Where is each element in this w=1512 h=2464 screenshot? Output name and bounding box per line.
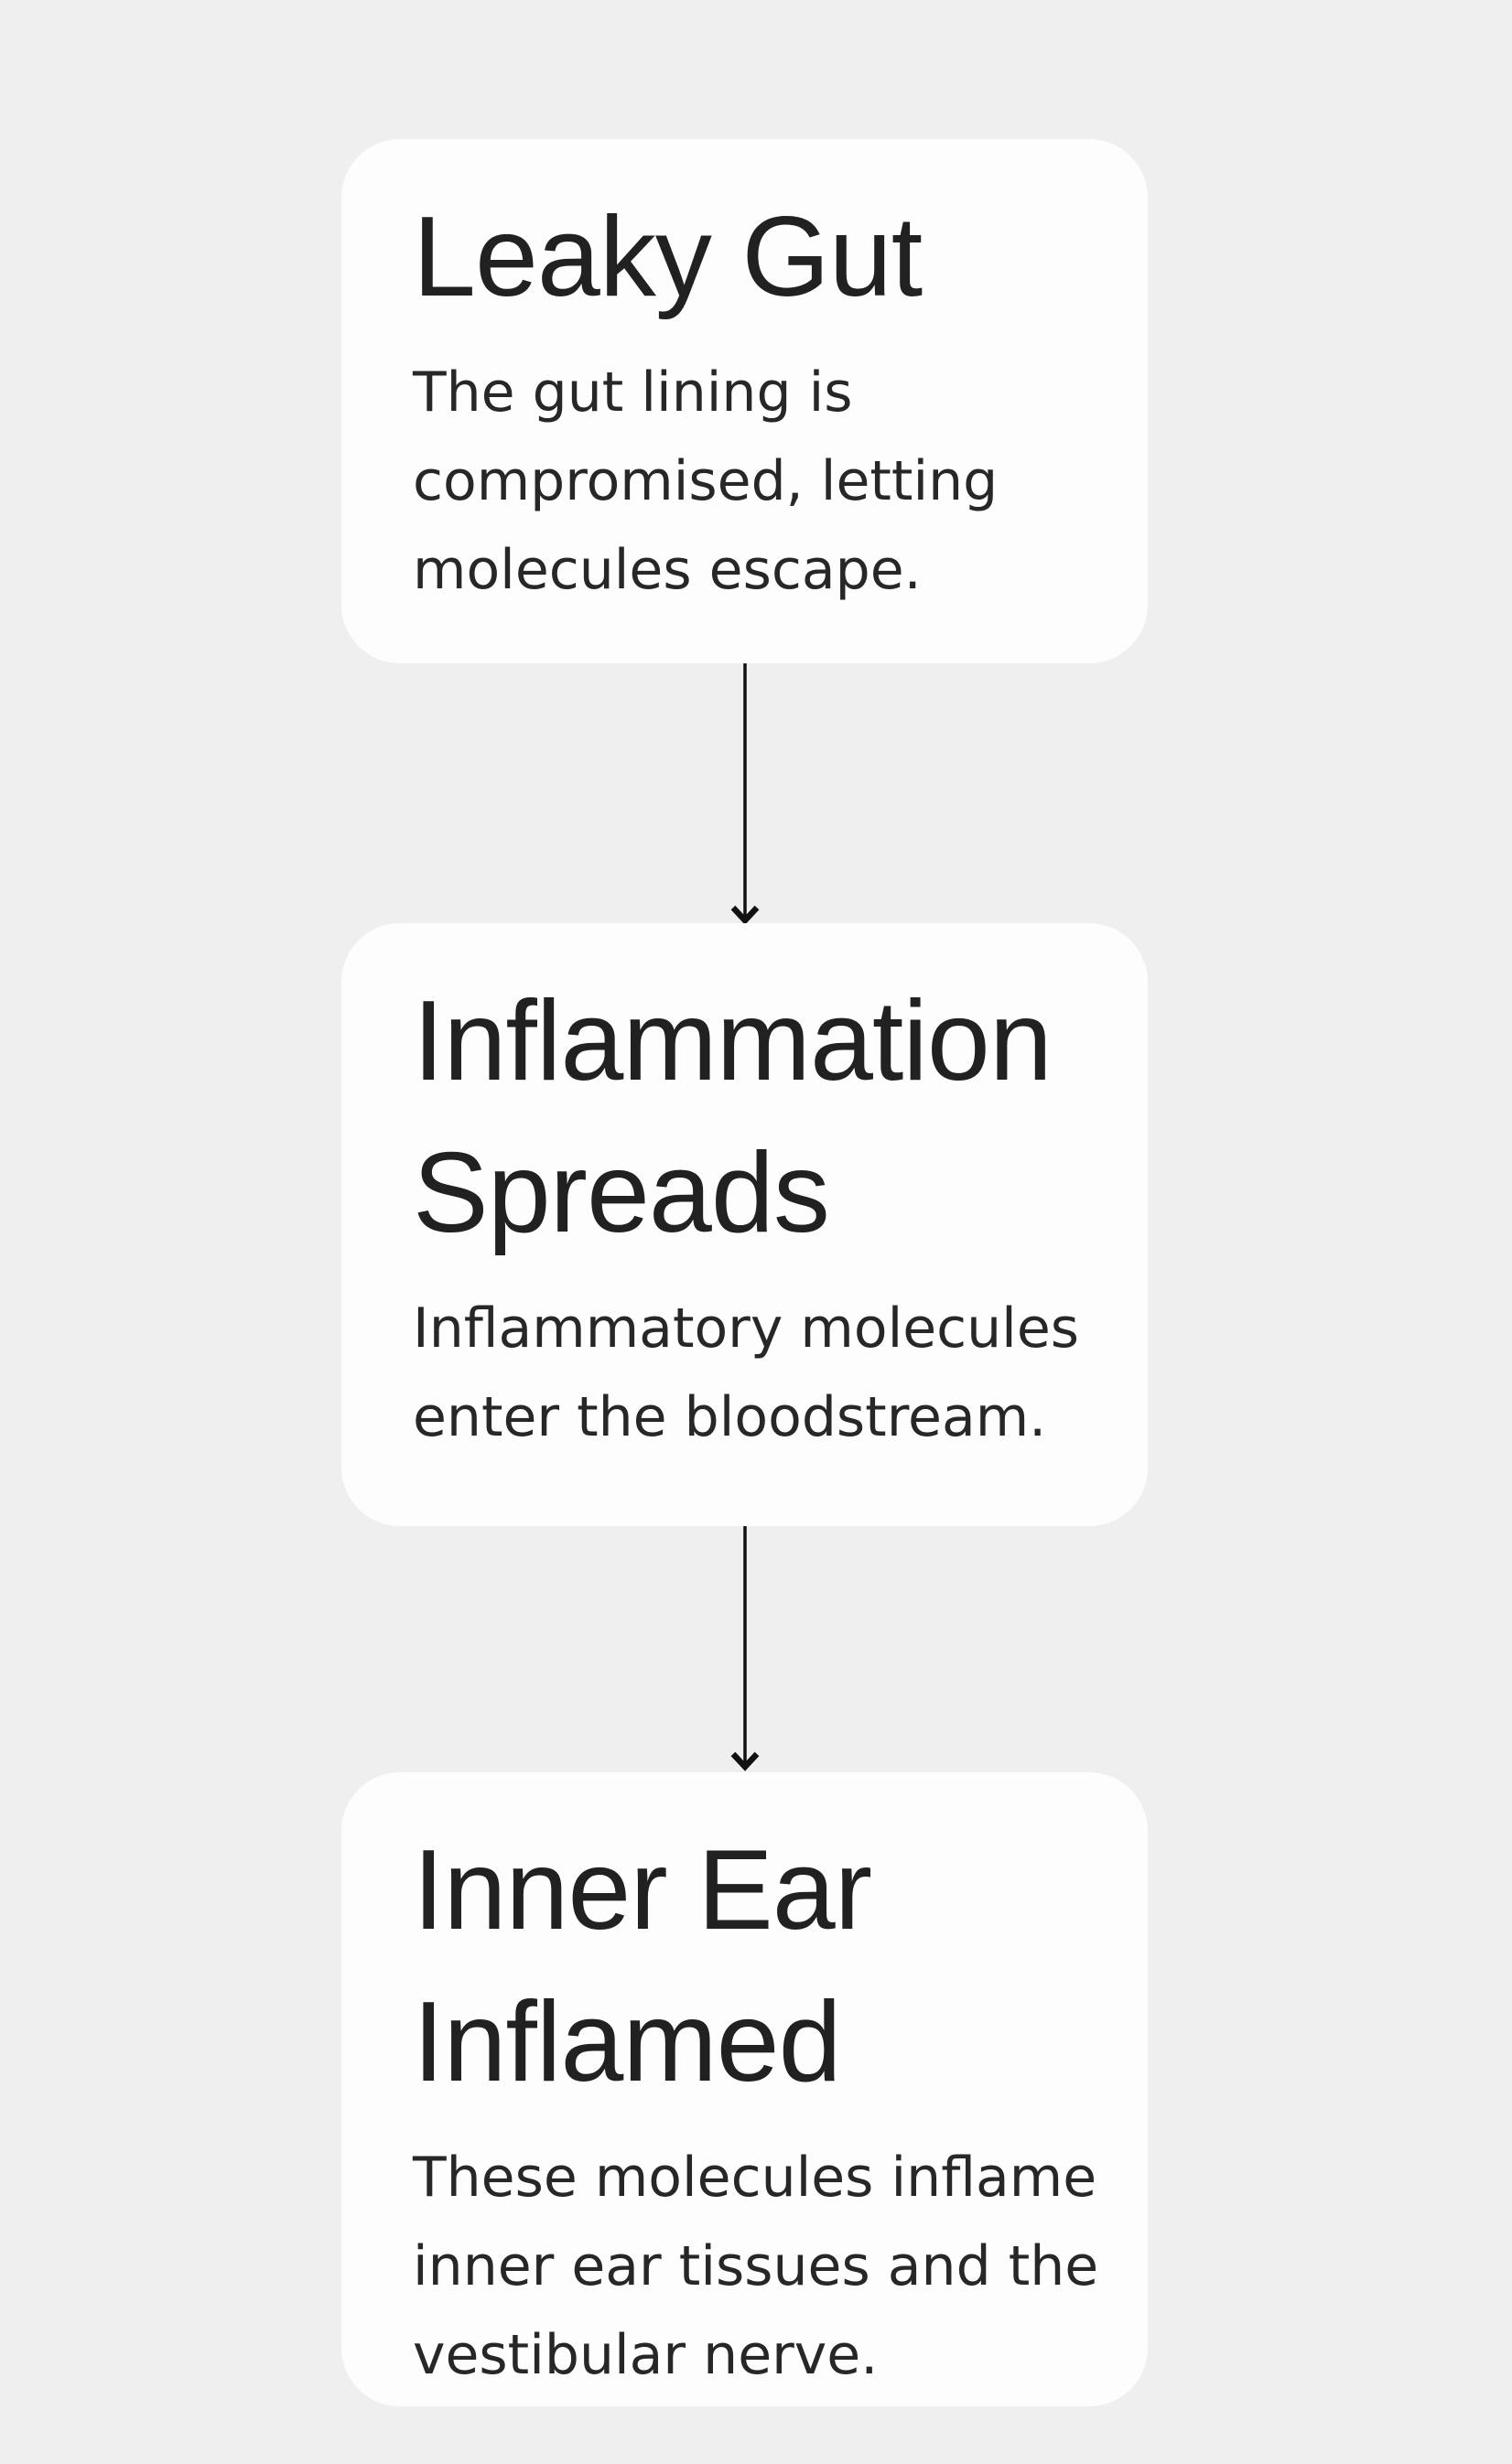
arrow-down-icon (730, 1526, 760, 1771)
step-description: The gut lining is compromised, letting m… (413, 360, 999, 602)
step-description: Inflammatory molecules enter the bloodst… (413, 1297, 1080, 1449)
step-card-inner-ear-inflamed: Inner Ear Inflamed These molecules infla… (341, 1772, 1148, 2406)
step-title: Inner Ear Inflamed (413, 1827, 872, 2105)
step-card-inflammation-spreads: Inflammation Spreads Inflammatory molecu… (341, 923, 1148, 1526)
step-title: Inflammation Spreads (413, 978, 1053, 1256)
arrow-down-icon (730, 663, 760, 925)
step-card-leaky-gut: Leaky Gut The gut lining is compromised,… (341, 139, 1148, 663)
step-title: Leaky Gut (413, 194, 923, 320)
step-description: These molecules inflame inner ear tissue… (413, 2146, 1099, 2387)
